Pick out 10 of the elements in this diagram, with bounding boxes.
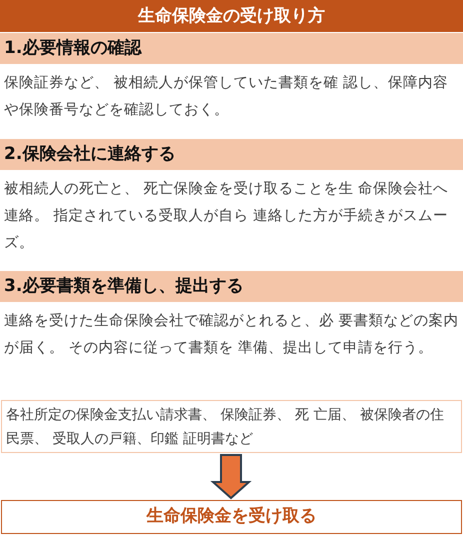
step-description: 保険証券など、 被相続人が保管していた書類を確 認し、保障内容や保険番号などを確認しておく。 — [3, 74, 450, 120]
step-heading: 3.必要書類を準備し、提出する — [0, 271, 463, 302]
document-list-box: 各社所定の保険金支払い請求書、 保険証券、 死 亡届、 被保険者の住民票、 受取人の戸籍、印鑑 証明書など — [1, 400, 462, 453]
step-heading: 2.保険会社に連絡する — [0, 139, 463, 170]
step-description: 被相続人の死亡と、 死亡保険金を受け取ることを生 命保険会社へ連絡。 指定されている受取人が自ら 連絡した方が手続きがスムーズ。 — [3, 180, 450, 253]
title-banner: 生命保険金の受け取り方 — [0, 0, 463, 32]
step-heading: 1.必要情報の確認 — [0, 33, 463, 64]
arrow — [210, 454, 252, 500]
step-description: 連絡を受けた生命保険会社で確認がとれると、必 要書類などの案内が届く。 その内容に従って書類を 準備、提出して申請を行う。 — [3, 312, 460, 358]
result-box: 生命保険金を受け取る — [1, 500, 462, 534]
